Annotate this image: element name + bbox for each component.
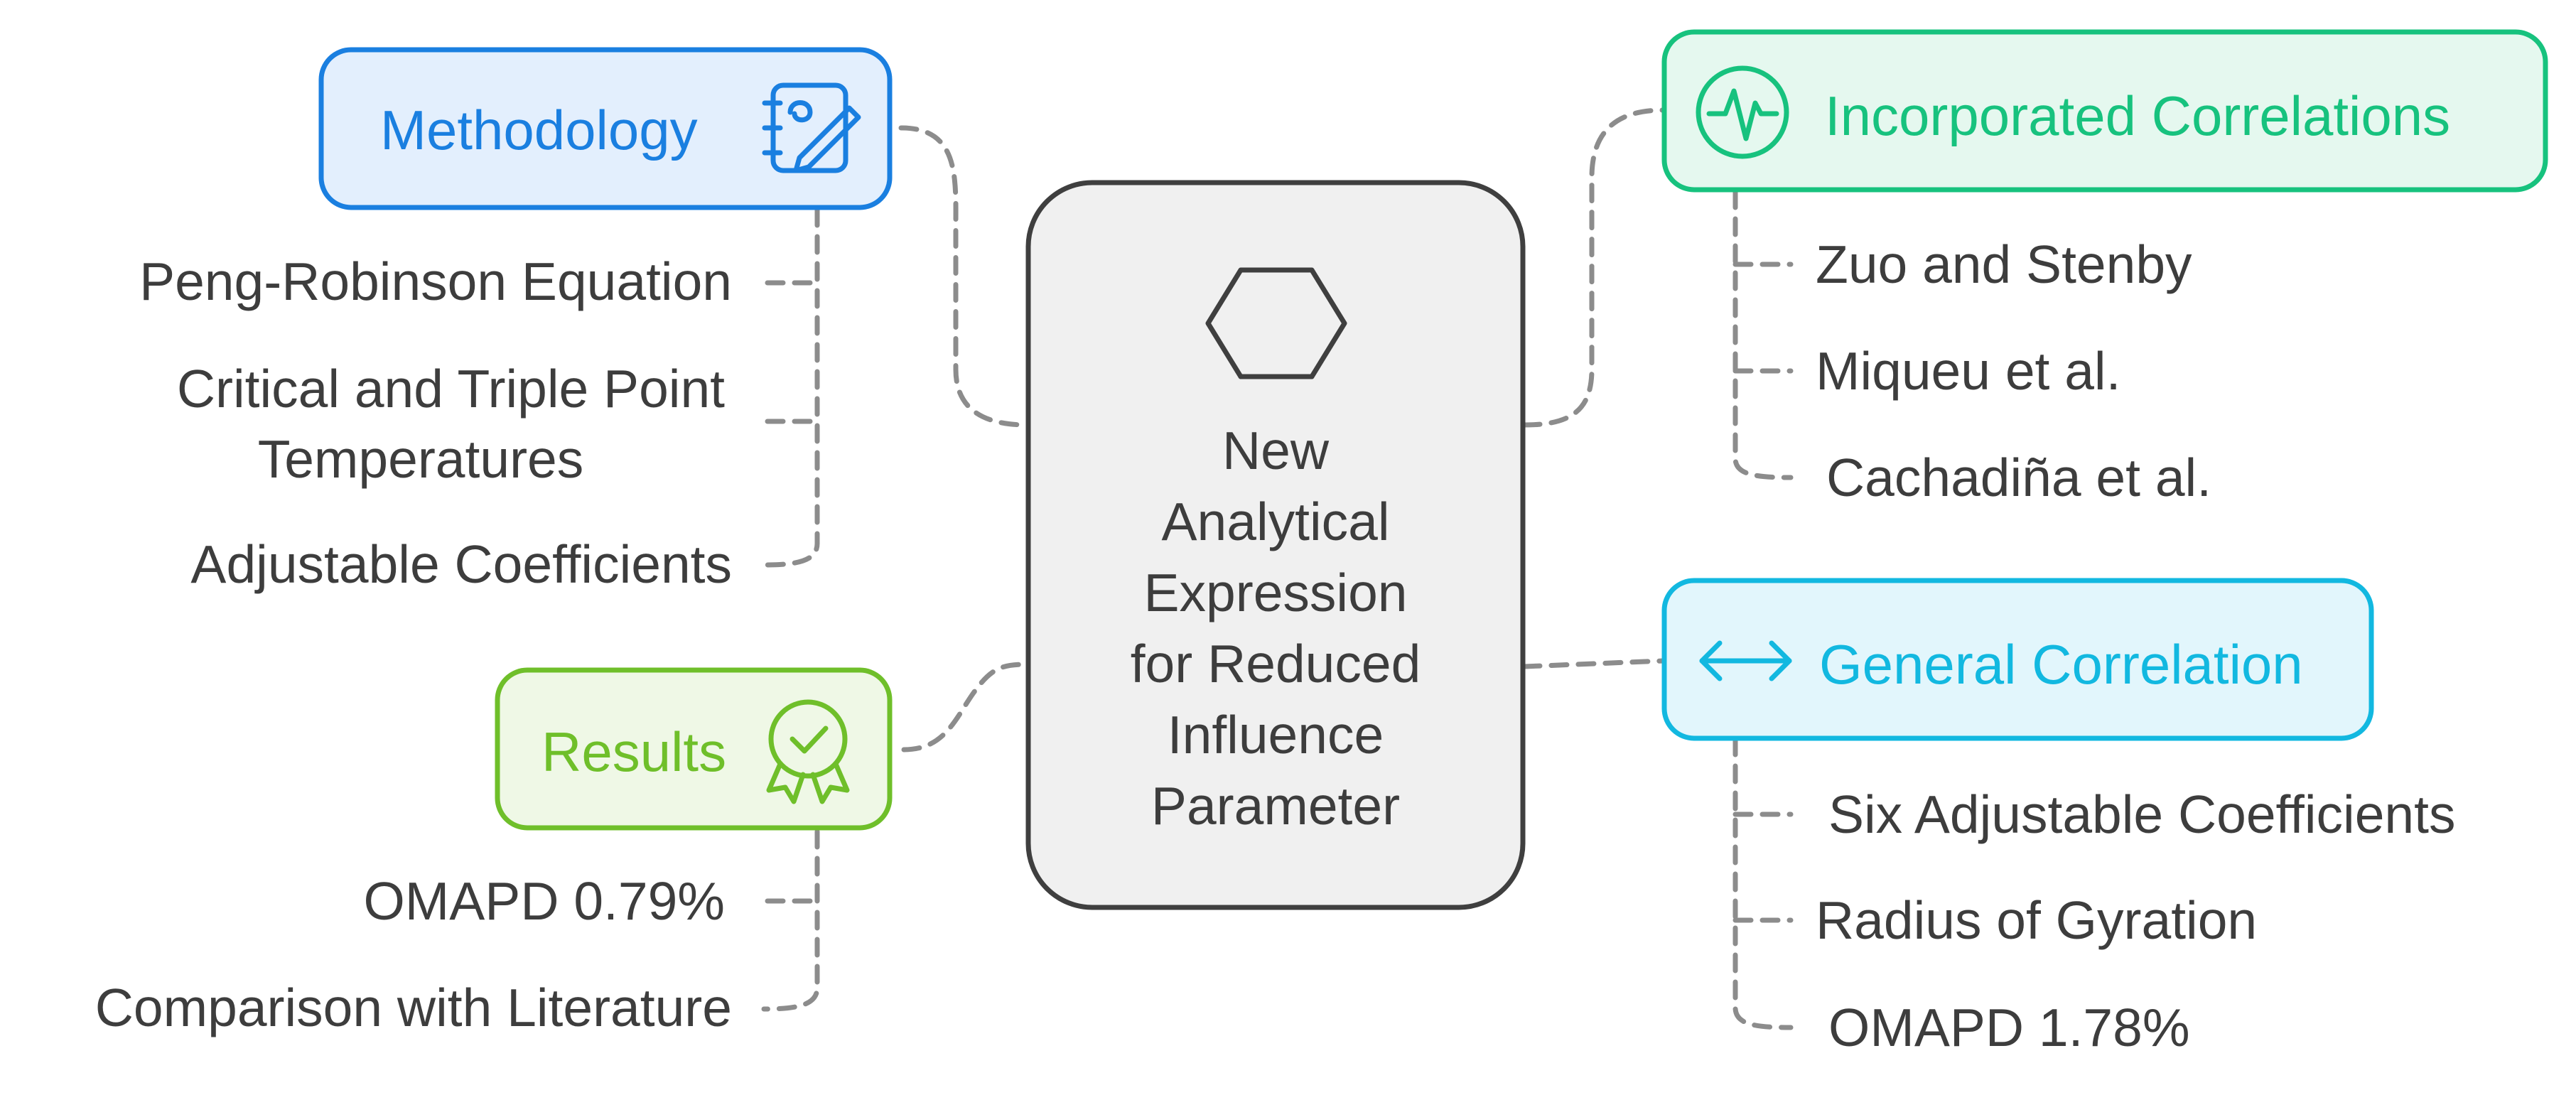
notebook-pen-icon xyxy=(762,82,861,173)
connector-methodology xyxy=(898,125,1030,428)
incorporated-item-2: Miqueu et al. xyxy=(1816,341,2120,401)
incorporated-correlations-title: Incorporated Correlations xyxy=(1825,85,2450,147)
central-title-line: Influence xyxy=(1168,705,1384,765)
general-leaf-connectors xyxy=(1732,736,1794,1030)
methodology-box[interactable]: Methodology xyxy=(318,47,893,210)
incorporated-item-1: Zuo and Stenby xyxy=(1816,234,2192,294)
connector-incorporated xyxy=(1521,107,1666,428)
methodology-leaf-connectors xyxy=(761,207,820,568)
general-item-3: OMAPD 1.78% xyxy=(1828,998,2190,1057)
methodology-title: Methodology xyxy=(380,99,698,161)
central-title-line: Parameter xyxy=(1151,776,1400,836)
central-node[interactable]: New Analytical Expression for Reduced In… xyxy=(1025,180,1526,910)
methodology-item-2-line-2: Temperatures xyxy=(258,429,584,489)
results-item-1: OMAPD 0.79% xyxy=(363,871,725,931)
central-title-line: Expression xyxy=(1143,563,1407,622)
connector-general xyxy=(1521,658,1666,669)
general-item-1: Six Adjustable Coefficients xyxy=(1828,784,2455,844)
hexagon-icon xyxy=(1205,267,1347,379)
methodology-item-1: Peng-Robinson Equation xyxy=(139,252,732,311)
general-item-2: Radius of Gyration xyxy=(1816,890,2257,950)
central-title-line: for Reduced xyxy=(1131,634,1421,694)
incorporated-item-3: Cachadiña et al. xyxy=(1826,448,2211,507)
results-item-2: Comparison with Literature xyxy=(95,978,732,1037)
incorporated-correlations-box[interactable]: Incorporated Correlations xyxy=(1661,29,2548,193)
results-leaf-connectors xyxy=(761,829,820,1012)
methodology-item-2-line-1: Critical and Triple Point xyxy=(177,359,725,419)
results-title: Results xyxy=(541,721,726,783)
central-title-line: Analytical xyxy=(1162,492,1390,551)
methodology-item-3: Adjustable Coefficients xyxy=(190,534,732,594)
double-arrow-icon xyxy=(1699,640,1792,681)
general-correlation-box[interactable]: General Correlation xyxy=(1661,578,2374,741)
incorporated-leaf-connectors xyxy=(1732,189,1794,480)
central-title-line: New xyxy=(1222,421,1330,480)
connector-results xyxy=(901,662,1030,753)
pulse-wave-icon xyxy=(1696,65,1789,159)
general-correlation-title: General Correlation xyxy=(1819,633,2303,696)
award-badge-icon xyxy=(766,699,850,804)
results-box[interactable]: Results xyxy=(495,667,893,831)
